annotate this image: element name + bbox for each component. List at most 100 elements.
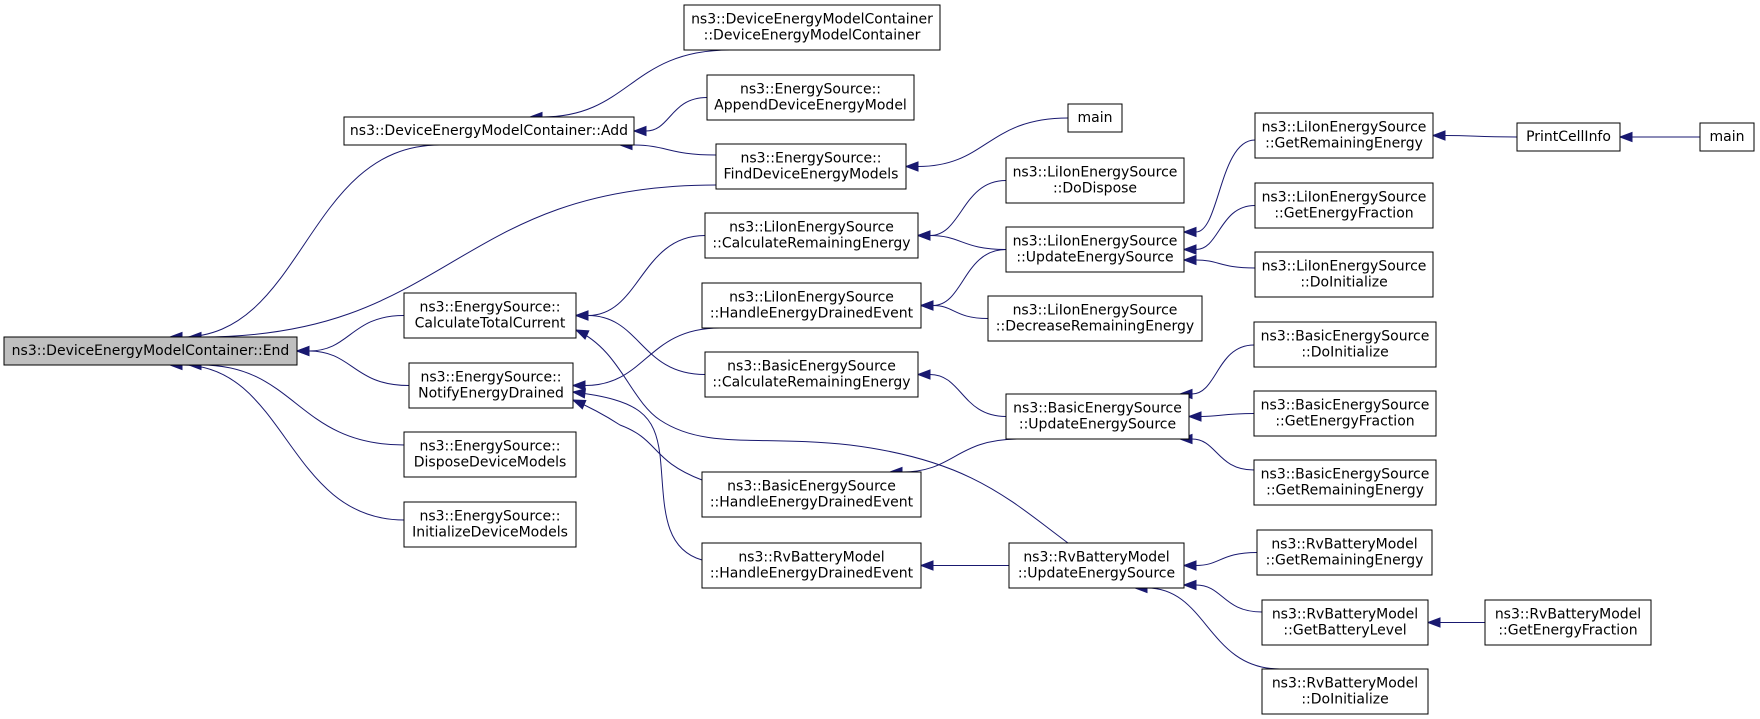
node-box bbox=[1516, 122, 1621, 152]
node-box bbox=[1254, 182, 1434, 229]
node-add[interactable]: ns3::DeviceEnergyModelContainer::Add bbox=[343, 116, 635, 146]
edge-li-dispose-to-li-calc bbox=[916, 180, 1007, 241]
arrowhead-icon bbox=[916, 230, 931, 241]
arrowhead-icon bbox=[1618, 131, 1633, 143]
node-rv-doinit[interactable]: ns3::RvBatteryModel::DoInitialize bbox=[1261, 668, 1429, 715]
node-rv-getrem[interactable]: ns3::RvBatteryModel::GetRemainingEnergy bbox=[1256, 529, 1433, 576]
node-rv-update[interactable]: ns3::RvBatteryModel::UpdateEnergySource bbox=[1008, 542, 1185, 589]
node-label: ns3::EnergySource:: bbox=[419, 509, 560, 525]
node-box bbox=[403, 431, 577, 478]
node-box bbox=[343, 116, 635, 146]
node-printcell[interactable]: PrintCellInfo bbox=[1516, 122, 1621, 152]
node-label: ns3::RvBatteryModel bbox=[1271, 537, 1417, 553]
node-calc-total[interactable]: ns3::EnergySource::CalculateTotalCurrent bbox=[403, 292, 577, 339]
node-demc-ctor[interactable]: ns3::DeviceEnergyModelContainer::DeviceE… bbox=[683, 4, 941, 51]
node-label: main bbox=[1078, 110, 1113, 126]
node-box bbox=[1254, 251, 1434, 298]
node-li-decrease[interactable]: ns3::LiIonEnergySource::DecreaseRemainin… bbox=[987, 295, 1203, 342]
edge-li-handle-to-notify bbox=[571, 327, 721, 391]
node-label: ::HandleEnergyDrainedEvent bbox=[710, 306, 914, 322]
node-box bbox=[683, 4, 941, 51]
node-box bbox=[1005, 157, 1185, 204]
edge-rv-handle-to-notify bbox=[571, 388, 703, 561]
node-main2[interactable]: main bbox=[1699, 122, 1755, 152]
node-notify[interactable]: ns3::EnergySource::NotifyEnergyDrained bbox=[408, 362, 574, 409]
node-box bbox=[408, 362, 574, 409]
node-label: ::GetEnergyFraction bbox=[1498, 623, 1637, 639]
node-box bbox=[987, 295, 1203, 342]
node-li-getfrac[interactable]: ns3::LiIonEnergySource::GetEnergyFractio… bbox=[1254, 182, 1434, 229]
arrowhead-icon bbox=[571, 380, 586, 391]
edge-li-calc-to-calc-total bbox=[574, 235, 706, 321]
edge-demc-ctor-to-add bbox=[528, 49, 731, 123]
node-box bbox=[1008, 542, 1185, 589]
edge-rv-doinit-to-rv-update bbox=[1133, 582, 1281, 670]
node-box bbox=[704, 212, 919, 259]
edge-main1-to-find bbox=[904, 117, 1069, 172]
node-li-update[interactable]: ns3::LiIonEnergySource::UpdateEnergySour… bbox=[1005, 226, 1185, 273]
node-label: ns3::RvBatteryModel bbox=[1495, 607, 1641, 623]
node-rv-getbat[interactable]: ns3::RvBatteryModel::GetBatteryLevel bbox=[1261, 599, 1429, 646]
node-li-handle[interactable]: ns3::LiIonEnergySource::HandleEnergyDrai… bbox=[701, 282, 922, 329]
node-box bbox=[1067, 103, 1123, 133]
edge-init-dev-to-root bbox=[168, 359, 405, 521]
arrowhead-icon bbox=[916, 369, 931, 380]
node-find[interactable]: ns3::EnergySource::FindDeviceEnergyModel… bbox=[715, 143, 907, 190]
node-li-dispose[interactable]: ns3::LiIonEnergySource::DoDispose bbox=[1005, 157, 1185, 204]
arrowhead-icon bbox=[1187, 411, 1202, 422]
node-label: PrintCellInfo bbox=[1526, 129, 1611, 145]
arrowhead-icon bbox=[1431, 130, 1446, 141]
node-box bbox=[701, 542, 922, 589]
node-label: ::HandleEnergyDrainedEvent bbox=[710, 566, 914, 582]
node-label: ns3::LiIonEnergySource bbox=[1013, 165, 1178, 181]
node-rv-getfrac[interactable]: ns3::RvBatteryModel::GetEnergyFraction bbox=[1484, 599, 1652, 646]
node-label: ::CalculateRemainingEnergy bbox=[712, 236, 910, 252]
node-basic-getfrac[interactable]: ns3::BasicEnergySource::GetEnergyFractio… bbox=[1253, 390, 1437, 437]
node-label: ns3::RvBatteryModel bbox=[1272, 607, 1418, 623]
node-basic-calc[interactable]: ns3::BasicEnergySource::CalculateRemaini… bbox=[704, 351, 919, 398]
node-main1[interactable]: main bbox=[1067, 103, 1123, 133]
arrowhead-icon bbox=[574, 310, 589, 321]
node-li-doinit[interactable]: ns3::LiIonEnergySource::DoInitialize bbox=[1254, 251, 1434, 298]
edge-li-getrem-to-li-update bbox=[1182, 139, 1256, 238]
node-box bbox=[403, 501, 577, 548]
node-label: ::GetEnergyFraction bbox=[1274, 206, 1413, 222]
node-label: ::GetEnergyFraction bbox=[1275, 414, 1414, 430]
node-basic-getrem[interactable]: ns3::BasicEnergySource::GetRemainingEner… bbox=[1253, 459, 1437, 506]
node-init-dev[interactable]: ns3::EnergySource::InitializeDeviceModel… bbox=[403, 501, 577, 548]
node-basic-handle[interactable]: ns3::BasicEnergySource::HandleEnergyDrai… bbox=[701, 471, 922, 518]
node-box bbox=[1253, 321, 1437, 368]
node-label: InitializeDeviceModels bbox=[412, 525, 568, 541]
node-box bbox=[1005, 393, 1190, 440]
arrowhead-icon bbox=[1182, 579, 1197, 591]
node-label: AppendDeviceEnergyModel bbox=[714, 98, 907, 114]
node-label: ns3::DeviceEnergyModelContainer bbox=[691, 12, 933, 28]
node-label: ns3::LiIonEnergySource bbox=[729, 290, 894, 306]
node-li-calc[interactable]: ns3::LiIonEnergySource::CalculateRemaini… bbox=[704, 212, 919, 259]
node-label: ns3::DeviceEnergyModelContainer::End bbox=[12, 343, 290, 359]
edge-li-doinit-to-li-update bbox=[1182, 254, 1256, 269]
node-label: ns3::LiIonEnergySource bbox=[1262, 190, 1427, 206]
node-label: ns3::LiIonEnergySource bbox=[1262, 259, 1427, 275]
node-dispose[interactable]: ns3::EnergySource::DisposeDeviceModels bbox=[403, 431, 577, 478]
node-basic-doinit[interactable]: ns3::BasicEnergySource::DoInitialize bbox=[1253, 321, 1437, 368]
node-li-getrem[interactable]: ns3::LiIonEnergySource::GetRemainingEner… bbox=[1254, 112, 1434, 159]
arrowhead-icon bbox=[1426, 617, 1441, 628]
arrowhead-icon bbox=[571, 399, 587, 410]
node-label: ns3::DeviceEnergyModelContainer::Add bbox=[350, 123, 628, 139]
node-append[interactable]: ns3::EnergySource::AppendDeviceEnergyMod… bbox=[706, 74, 915, 121]
edge-li-decrease-to-li-handle bbox=[919, 300, 989, 319]
node-label: ns3::LiIonEnergySource bbox=[1262, 120, 1427, 136]
node-label: ns3::LiIonEnergySource bbox=[1013, 234, 1178, 250]
node-root[interactable]: ns3::DeviceEnergyModelContainer::End bbox=[3, 336, 298, 366]
node-rv-handle[interactable]: ns3::RvBatteryModel::HandleEnergyDrained… bbox=[701, 542, 922, 589]
node-box bbox=[1256, 529, 1433, 576]
node-label: ::DoInitialize bbox=[1301, 692, 1388, 708]
node-box bbox=[715, 143, 907, 190]
node-basic-update[interactable]: ns3::BasicEnergySource::UpdateEnergySour… bbox=[1005, 393, 1190, 440]
node-label: FindDeviceEnergyModels bbox=[724, 167, 899, 183]
edge-rv-getrem-to-rv-update bbox=[1182, 552, 1258, 571]
edge-basic-doinit-to-basic-update bbox=[1178, 344, 1255, 400]
node-label: ns3::LiIonEnergySource bbox=[729, 220, 894, 236]
node-label: ::GetRemainingEnergy bbox=[1266, 553, 1424, 569]
